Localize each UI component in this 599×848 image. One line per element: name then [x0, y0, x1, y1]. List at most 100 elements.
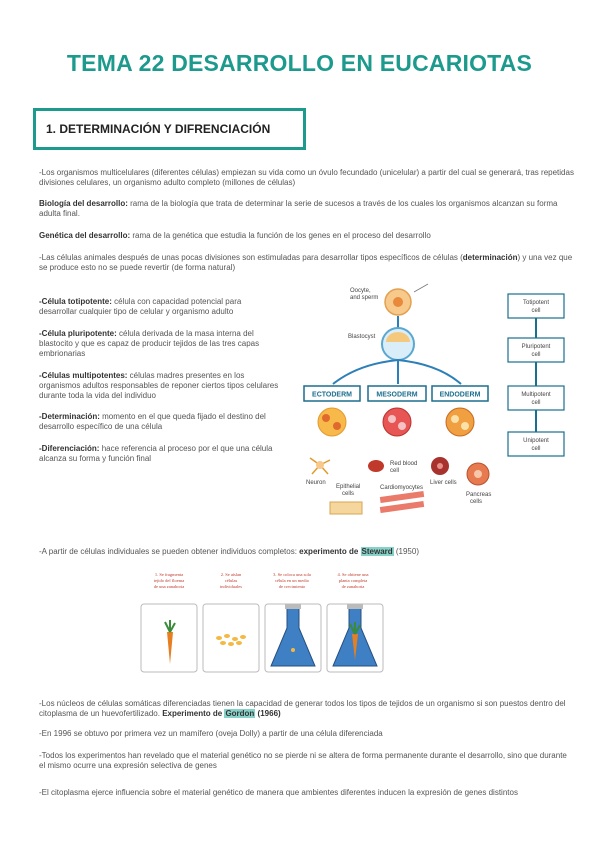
potency-label: cell	[531, 308, 540, 314]
ectoderm-cells-icon	[317, 407, 347, 437]
arrow-icon	[332, 359, 399, 385]
panel-2	[202, 603, 260, 673]
ectoderm-label: ECTODERM	[312, 392, 352, 399]
definition-term: -Diferenciación:	[39, 444, 100, 453]
oocyte-label: Oocyte,	[350, 288, 371, 294]
cell-nucleus-icon	[474, 470, 482, 478]
caption-text: 2. Se aíslan	[221, 572, 242, 577]
isolated-cells-icon	[216, 634, 246, 646]
carrot-icon	[167, 632, 173, 664]
highlight-gordon: Gordon	[224, 709, 256, 718]
caption-text: de crecimiento	[279, 584, 306, 589]
carrot-leaves-icon	[164, 620, 176, 633]
experiment-label: experimento de	[299, 547, 361, 556]
potency-label: Unipotent	[523, 438, 549, 444]
cytoplasm-paragraph: -El citoplasma ejerce influencia sobre e…	[39, 788, 518, 797]
caption-text: célula en un medio	[275, 578, 310, 583]
endoderm-label: ENDODERM	[440, 392, 481, 399]
red-blood-label-2: cell	[390, 468, 399, 474]
definition-text: células madres presentes en los organism…	[39, 371, 279, 400]
potency-label: cell	[531, 400, 540, 406]
steward-paragraph: -A partir de células individuales se pue…	[39, 547, 574, 557]
definition-term: -Célula pluripotente:	[39, 329, 117, 338]
definition-text: rama de la biología que trata de determi…	[39, 199, 558, 218]
year-text: (1950)	[393, 547, 419, 556]
neuron-label: Neuron	[306, 480, 326, 486]
flask-stopper-icon	[285, 604, 301, 609]
definition-text: célula derivada de la masa interna del b…	[39, 329, 260, 358]
definition-text: momento en el que queda fijado el destin…	[39, 412, 266, 431]
mesoderm-cells-icon	[382, 407, 412, 437]
epithelial-cells-icon	[329, 501, 363, 515]
cardiomyocytes-label: Cardiomyocytes	[380, 485, 423, 491]
expression-paragraph: -Todos los experimentos han revelado que…	[39, 751, 567, 770]
carrot-leaves-icon	[349, 622, 361, 635]
cardiomyocyte-icon	[379, 490, 425, 504]
endoderm-cells-icon	[445, 407, 475, 437]
definition-text: célula con capacidad potencial para desa…	[39, 297, 242, 316]
caption-text: 1. Se fragmenta	[155, 572, 183, 577]
gordon-paragraph: -Los núcleos de células somáticas difere…	[39, 699, 574, 719]
definition-pluripotente: -Célula pluripotente: célula derivada de…	[39, 329, 279, 359]
inner-cell-mass-icon	[386, 332, 410, 342]
text-span: -A partir de células individuales se pue…	[39, 547, 300, 556]
intro-paragraph-3: Genética del desarrollo: rama de la gené…	[39, 231, 574, 241]
definition-determinacion: -Determinación: momento en el que queda …	[39, 412, 279, 432]
definition-totipotente: -Célula totipotente: célula con capacida…	[39, 297, 279, 317]
cell-nucleus-icon	[437, 463, 443, 469]
cell-nucleus-icon	[333, 422, 341, 430]
cell-nucleus-icon	[322, 414, 330, 422]
cardiomyocyte-icon	[379, 500, 425, 514]
arrow-icon	[397, 359, 462, 385]
pancreas-label-2: cells	[470, 499, 482, 505]
intro-paragraph-4: -Las células animales después de unas po…	[39, 253, 574, 273]
caption-text: planta completa	[339, 578, 368, 583]
definition-text: hace referencia al proceso por el que un…	[39, 444, 273, 463]
mesoderm-box	[367, 385, 427, 402]
definition-term: -Células multipotentes:	[39, 371, 128, 380]
text-span: -Los núcleos de células somáticas difere…	[39, 699, 566, 718]
dolly-paragraph: -En 1996 se obtuvo por primera vez un ma…	[39, 729, 383, 738]
epithelial-label-2: cells	[342, 491, 354, 497]
definition-diferenciacion: -Diferenciación: hace referencia al proc…	[39, 444, 279, 464]
potency-label: Pluripotent	[522, 344, 551, 350]
intro-paragraph-1: -Los organismos multicelulares (diferent…	[39, 168, 574, 187]
endoderm-box	[431, 385, 489, 402]
red-blood-label-1: Red blood	[390, 461, 417, 467]
definition-term: -Determinación:	[39, 412, 100, 421]
ectoderm-box	[303, 385, 361, 402]
germ-layer-diagram: Oocyte, and sperm Blastocyst ECTODERM ME…	[303, 283, 565, 515]
highlight-steward: Steward	[360, 547, 394, 556]
caption-text: células	[225, 578, 238, 583]
potency-label: cell	[531, 352, 540, 358]
single-cell-icon	[291, 648, 295, 652]
potency-box-multipotent	[507, 385, 565, 411]
potency-label: Multipotent	[521, 392, 551, 398]
potency-label: cell	[531, 446, 540, 452]
pancreas-label-1: Pancreas	[466, 492, 491, 498]
caption-text: individuales	[220, 584, 242, 589]
text-span: -Las células animales después de unas po…	[39, 253, 463, 262]
flask-stopper-icon	[347, 604, 363, 609]
definition-term: -Célula totipotente:	[39, 297, 112, 306]
intro-paragraph-2: Biología del desarrollo: rama de la biol…	[39, 199, 574, 219]
caption-text: 3. Se coloca una sola	[273, 572, 311, 577]
page-title: TEMA 22 DESARROLLO EN EUCARIOTAS	[66, 50, 533, 76]
caption-text: 4. Se obtiene una	[338, 572, 369, 577]
mesoderm-label: MESODERM	[376, 392, 417, 399]
cell-nucleus-icon	[388, 415, 396, 423]
steward-experiment-diagram: 1. Se fragmenta tejido del floema de una…	[140, 572, 384, 673]
carrot-plant-icon	[352, 634, 358, 660]
year-text: (1966)	[255, 709, 281, 718]
text-span: ) y una vez que se produce esto no se pu…	[39, 253, 573, 272]
caption-text: de una zanahoria	[154, 584, 184, 589]
section-heading-box	[33, 108, 306, 150]
neuron-icon	[309, 457, 331, 475]
sperm-label: and sperm	[350, 295, 378, 301]
term-determinacion: determinación	[462, 253, 518, 262]
neuron-body-icon	[316, 461, 324, 469]
oocyte-nucleus-icon	[393, 297, 403, 307]
potency-box-unipotent	[507, 431, 565, 457]
potency-box-pluripotent	[507, 337, 565, 363]
cell-nucleus-icon	[398, 422, 406, 430]
